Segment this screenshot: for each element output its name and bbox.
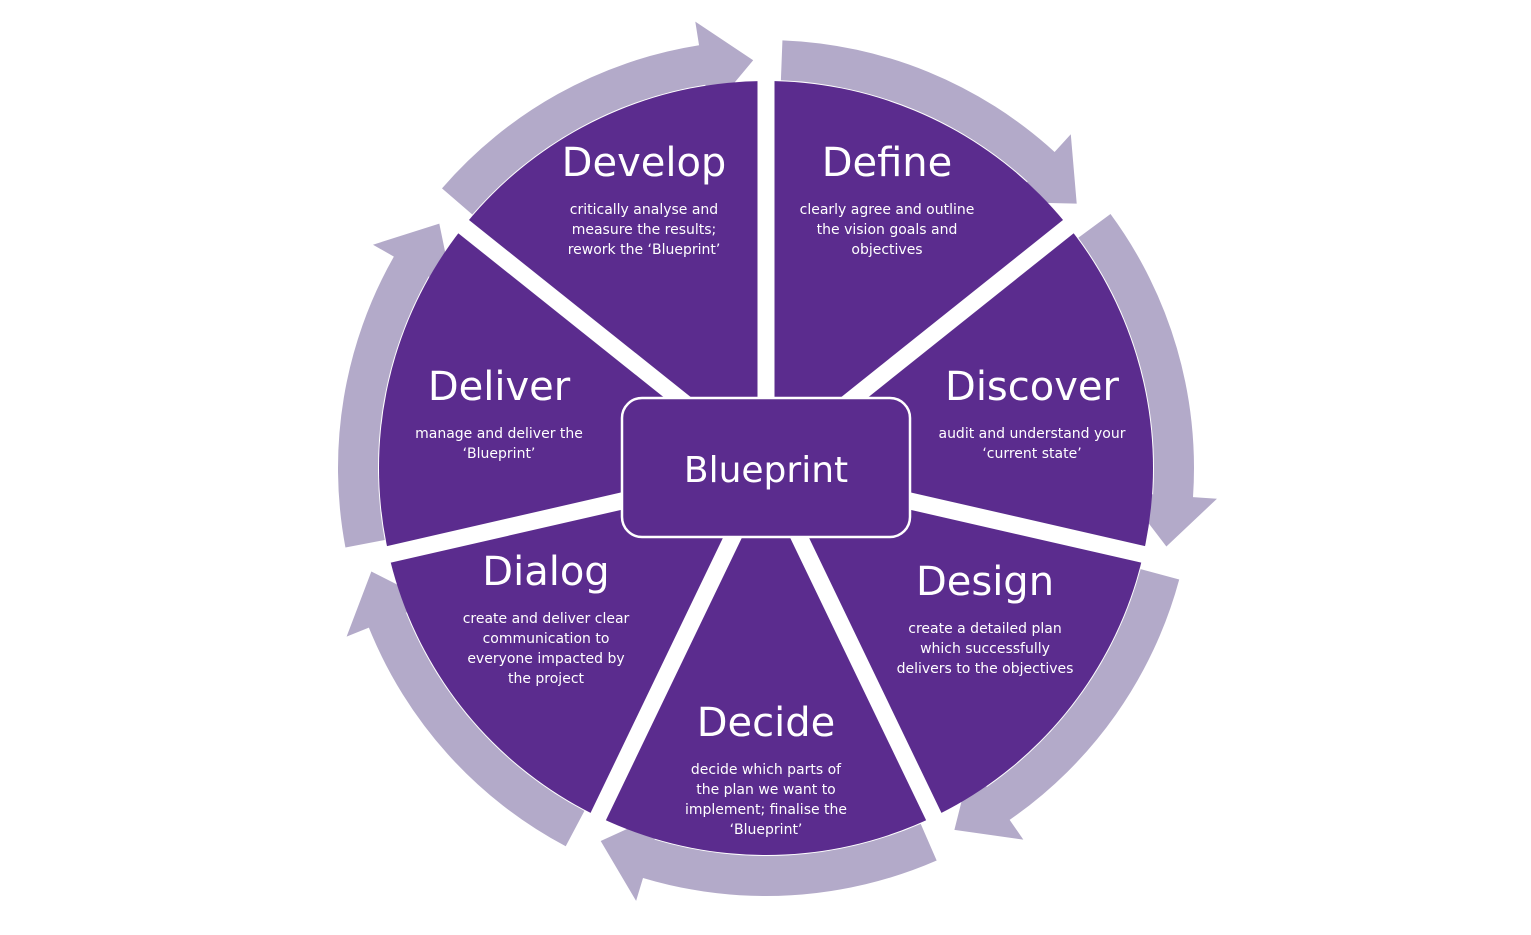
segment-dialog: Dialog create and deliver clear communicat… [463, 549, 630, 687]
segment-title-discover: Discover [945, 364, 1120, 410]
segment-desc-develop: critically analyse and [570, 202, 718, 218]
center-box-background [620, 396, 912, 539]
segment-desc-dialog: communication to [483, 631, 610, 647]
segment-title-decide: Decide [697, 700, 836, 746]
segment-desc-design: create a detailed plan [908, 621, 1061, 637]
segment-decide: Decide decide which parts of the plan we w… [685, 700, 847, 838]
segment-desc-decide: decide which parts of [691, 762, 842, 778]
segment-labels: Define clearly agree and outline the visio… [415, 140, 1126, 838]
segment-desc-discover: audit and understand your [938, 426, 1125, 442]
segment-desc-decide: ‘Blueprint’ [730, 822, 803, 838]
segment-desc-define: objectives [851, 242, 922, 258]
segment-title-develop: Develop [562, 140, 727, 186]
segment-desc-dialog: everyone impacted by [467, 651, 624, 667]
segment-title-define: Define [822, 140, 953, 186]
segment-desc-define: the vision goals and [817, 222, 958, 238]
segment-desc-develop: rework the ‘Blueprint’ [568, 242, 721, 258]
cycle-arrow-discover [1078, 214, 1217, 547]
cycle-arrow-deliver [337, 223, 453, 548]
segment-desc-deliver: manage and deliver the [415, 426, 583, 442]
segment-discover: Discover audit and understand your ‘curren… [938, 364, 1125, 462]
segment-desc-develop: measure the results; [572, 222, 717, 238]
segment-title-design: Design [916, 559, 1054, 605]
segment-desc-decide: implement; finalise the [685, 802, 847, 818]
segment-desc-design: delivers to the objectives [897, 661, 1074, 677]
segment-desc-dialog: create and deliver clear [463, 611, 630, 627]
cycle-arrow-define [780, 40, 1077, 204]
segment-deliver: Deliver manage and deliver the ‘Blueprint’ [415, 364, 583, 462]
segment-desc-define: clearly agree and outline [800, 202, 975, 218]
cycle-arrow-develop [442, 21, 754, 215]
segment-design: Design create a detailed plan which succes… [897, 559, 1074, 677]
segment-title-deliver: Deliver [428, 364, 571, 410]
segment-desc-design: which successfully [920, 641, 1050, 657]
segment-develop: Develop critically analyse and measure the… [562, 140, 727, 258]
segment-title-dialog: Dialog [482, 549, 609, 595]
cycle-arrow-ring [337, 21, 1217, 901]
cycle-arrow-decide [600, 812, 937, 901]
segment-desc-deliver: ‘Blueprint’ [463, 446, 536, 462]
segment-desc-decide: the plan we want to [696, 782, 836, 798]
cycle-arrow-design [954, 569, 1180, 840]
cycle-arrow-dialog [346, 571, 585, 847]
segment-define: Define clearly agree and outline the visio… [800, 140, 975, 258]
center-blueprint-box: Blueprint [620, 396, 912, 539]
center-label: Blueprint [684, 450, 848, 491]
segment-desc-dialog: the project [508, 671, 585, 687]
segment-desc-discover: ‘current state’ [982, 446, 1081, 462]
